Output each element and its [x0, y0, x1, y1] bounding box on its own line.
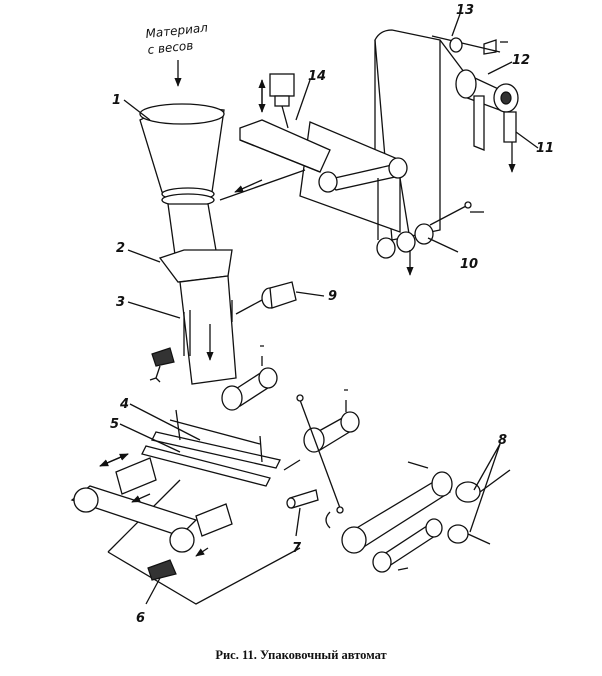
material-note: Материал с весов [145, 20, 209, 56]
sensor-9 [235, 281, 297, 315]
label-1: 1 [112, 93, 121, 108]
forming-tube [158, 203, 237, 385]
label-9: 9 [328, 289, 337, 304]
hopper [139, 103, 225, 207]
packaging-machine-diagram: Материал с весов [70, 3, 554, 626]
label-13: 13 [456, 3, 474, 18]
film-roll [455, 69, 519, 113]
label-11: 11 [536, 141, 554, 156]
label-10: 10 [460, 257, 478, 272]
bottom-frame [70, 453, 301, 605]
svg-text:с весов: с весов [147, 38, 194, 57]
label-6: 6 [136, 611, 145, 626]
label-5: 5 [110, 417, 119, 432]
label-12: 12 [512, 53, 530, 68]
label-7: 7 [292, 541, 302, 556]
drive-rollers-8 [341, 461, 511, 573]
roll-shaft-13 [431, 35, 508, 55]
label-14: 14 [308, 69, 326, 84]
photo-sensor [149, 347, 175, 383]
shaft-7 [286, 489, 319, 509]
label-2: 2 [116, 241, 125, 256]
roll-11-web [473, 95, 517, 173]
cross-seal-jaws [141, 409, 281, 487]
label-4: 4 [119, 397, 129, 412]
cross-beam-14 [219, 119, 331, 201]
vertical-seal-rollers [221, 345, 360, 453]
svg-text:Материал: Материал [145, 20, 209, 40]
label-3: 3 [116, 295, 125, 310]
package-6 [147, 559, 177, 581]
actuator-14 [258, 73, 295, 129]
leader-lines [119, 13, 539, 605]
label-8: 8 [498, 433, 507, 448]
drive-chain [283, 394, 344, 529]
figure-caption: Рис. 11. Упаковочный автомат [215, 648, 387, 662]
